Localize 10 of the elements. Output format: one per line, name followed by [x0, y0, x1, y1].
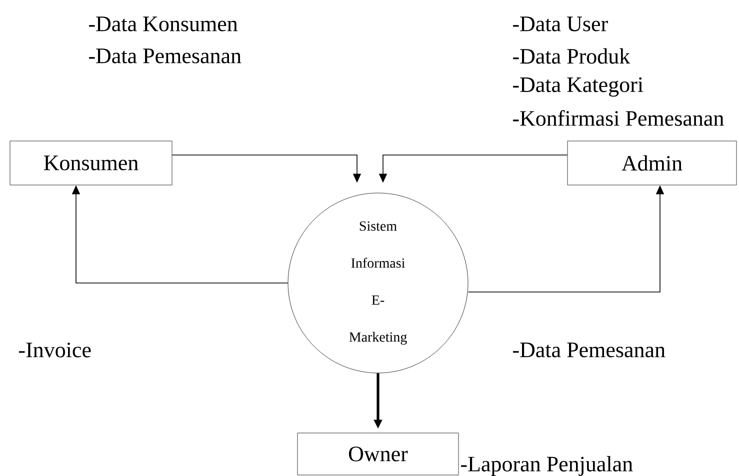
flow-label: -Data Kategori [513, 77, 644, 97]
flow-label: -Data Konsumen [89, 16, 238, 32]
flow-label: -Data Pemesanan [89, 48, 242, 64]
entity-box: Admin [567, 140, 737, 186]
flow-label: -Invoice [19, 342, 91, 358]
flow-label: -Data Produk [513, 48, 630, 64]
entity-box: Owner [297, 432, 459, 476]
flow-label: -Data Pemesanan [513, 342, 666, 358]
entity-box: Konsumen [10, 140, 172, 186]
flow-label: -Data User [513, 16, 608, 32]
